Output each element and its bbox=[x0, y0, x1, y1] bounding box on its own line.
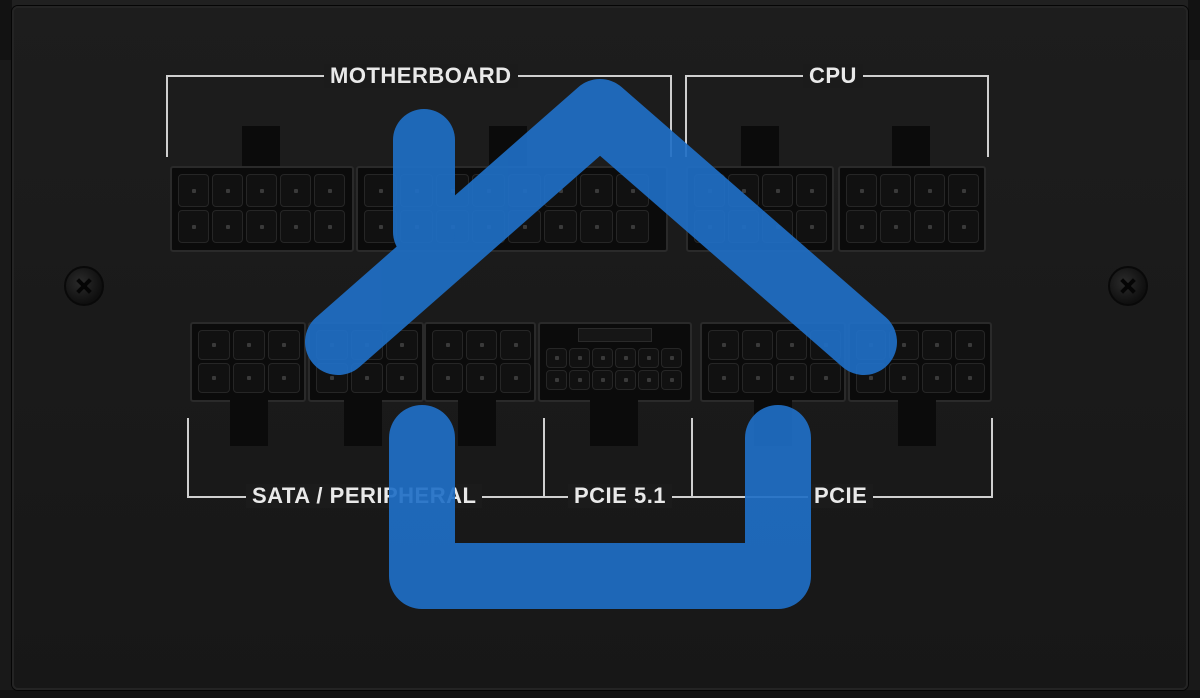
left-screw bbox=[64, 266, 104, 306]
sata-connector-1 bbox=[190, 322, 306, 402]
pcie-connector-2 bbox=[848, 322, 992, 402]
pcie-latch-2 bbox=[898, 400, 936, 446]
pcie-label: PCIE bbox=[808, 484, 874, 508]
sata-peripheral-label: SATA / PERIPHERAL bbox=[246, 484, 483, 508]
motherboard-label: MOTHERBOARD bbox=[324, 64, 518, 88]
mb-latch-1 bbox=[242, 126, 280, 170]
pcie-connector-1 bbox=[700, 322, 846, 402]
cpu-latch-1 bbox=[741, 126, 779, 170]
pcie51-connector-12vhpwr bbox=[538, 322, 692, 402]
cpu-connector-2 bbox=[838, 166, 986, 252]
cpu-label: CPU bbox=[803, 64, 863, 88]
peripheral-connector bbox=[424, 322, 536, 402]
cpu-latch-2 bbox=[892, 126, 930, 170]
motherboard-connector-16pin bbox=[356, 166, 668, 252]
mb-latch-2 bbox=[489, 126, 527, 170]
right-screw bbox=[1108, 266, 1148, 306]
motherboard-connector-10pin bbox=[170, 166, 354, 252]
sata-latch-1 bbox=[230, 400, 268, 446]
sata-connector-2 bbox=[308, 322, 424, 402]
pcie51-label: PCIE 5.1 bbox=[568, 484, 673, 508]
cpu-connector-1 bbox=[686, 166, 834, 252]
sata-latch-2 bbox=[344, 400, 382, 446]
